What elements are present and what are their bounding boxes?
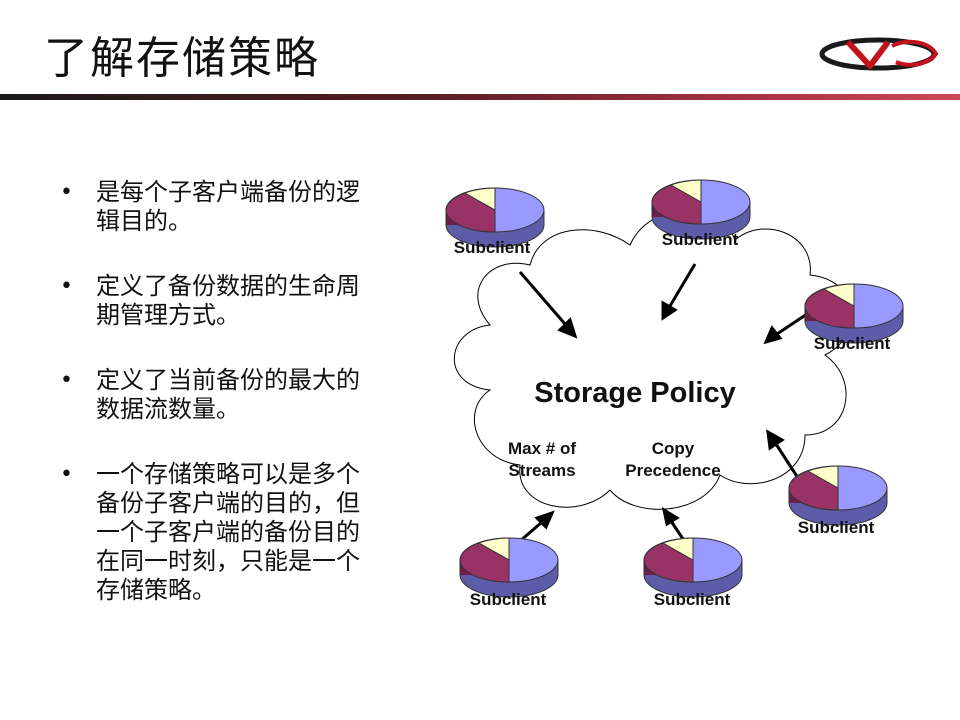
storage-policy-label: Storage Policy	[534, 377, 735, 409]
subclient-label: Subclient	[662, 230, 739, 249]
subclient-3: Subclient	[804, 283, 904, 353]
bullet-line: 一个存储策略可以是多个	[96, 460, 360, 488]
arrow-3-head	[763, 325, 783, 345]
subclient-label: Subclient	[798, 518, 875, 537]
subclient-2: Subclient	[651, 179, 751, 249]
bullet-line: 在同一时刻，只能是一个	[96, 547, 360, 575]
bullet-dot: •	[60, 368, 73, 393]
copy-precedence-label: Copy	[652, 439, 695, 458]
max-streams-label: Streams	[508, 461, 575, 480]
bullet-line: 定义了当前备份的最大的	[96, 366, 360, 394]
subclient-label: Subclient	[654, 590, 731, 609]
subclient-4: Subclient	[788, 465, 888, 537]
bullet-line: 备份子客户端的目的，但	[96, 489, 360, 517]
bullet-dot: •	[60, 180, 73, 205]
bullet-item: • 是每个子客户端备份的逻 辑目的。	[56, 178, 396, 236]
max-streams-label: Max # of	[508, 439, 576, 458]
bullet-dot: •	[60, 274, 73, 299]
bullet-item: • 定义了当前备份的最大的 数据流数量。	[56, 366, 396, 424]
bullet-dot: •	[60, 462, 73, 487]
copy-precedence-label: Precedence	[625, 461, 720, 480]
arrow-6-head	[661, 506, 680, 527]
subclient-label: Subclient	[470, 590, 547, 609]
arrow-2-head	[661, 300, 678, 321]
bullet-line: 一个子客户端的备份目的	[96, 518, 360, 546]
company-logo	[819, 37, 939, 71]
page-title: 了解存储策略	[44, 33, 320, 84]
title-divider	[0, 94, 960, 100]
arrow-4-head	[766, 429, 785, 451]
bullet-item: • 定义了备份数据的生命周 期管理方式。	[56, 272, 396, 330]
bullet-line: 数据流数量。	[96, 395, 240, 423]
subclient-5: Subclient	[459, 537, 559, 609]
subclient-1: Subclient	[445, 187, 545, 257]
bullet-line: 辑目的。	[96, 207, 192, 235]
bullet-list: • 是每个子客户端备份的逻 辑目的。 • 定义了备份数据的生命周 期管理方式。 …	[56, 178, 396, 641]
arrow-2	[668, 263, 697, 307]
arrow-1-head	[557, 317, 578, 339]
bullet-line: 是每个子客户端备份的逻	[96, 178, 360, 206]
subclient-label: Subclient	[814, 334, 891, 353]
arrow-1	[518, 271, 567, 325]
bullet-item: • 一个存储策略可以是多个 备份子客户端的目的，但 一个子客户端的备份目的 在同…	[56, 460, 396, 605]
bullet-line: 定义了备份数据的生命周	[96, 272, 360, 300]
bullet-line: 存储策略。	[96, 576, 216, 604]
bullet-line: 期管理方式。	[96, 301, 240, 329]
storage-policy-diagram: Storage Policy Max # of Streams Copy Pre…	[445, 179, 904, 609]
subclient-6: Subclient	[643, 537, 743, 609]
arrow-5-head	[534, 510, 555, 530]
arrow-4	[774, 443, 800, 479]
subclient-label: Subclient	[454, 238, 531, 257]
